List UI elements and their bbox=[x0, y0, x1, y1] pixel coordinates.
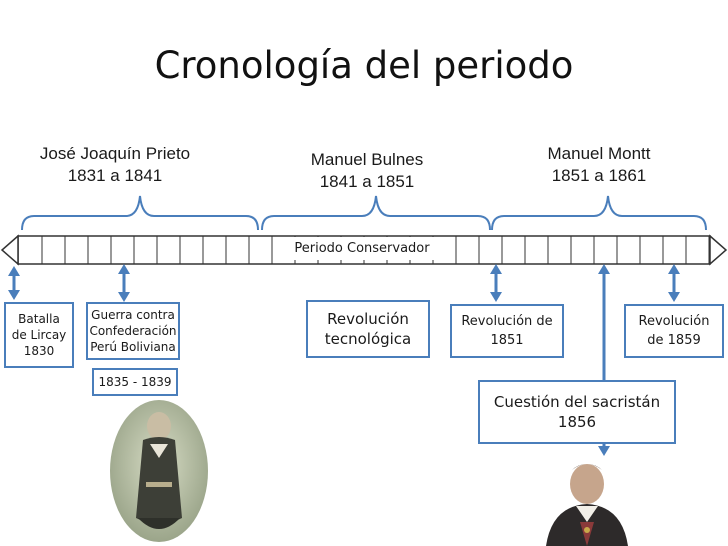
president-bulnes: Manuel Bulnes 1841 a 1851 bbox=[282, 149, 452, 193]
event-guerra-line3: Perú Boliviana bbox=[90, 340, 176, 354]
event-revolucion-1851: Revolución de 1851 bbox=[450, 304, 564, 358]
event-revtec-line1: Revolución bbox=[327, 310, 409, 328]
event-revolucion-tecnologica: Revolución tecnológica bbox=[306, 300, 430, 358]
event-guerra-years: 1835 - 1839 bbox=[92, 368, 178, 396]
president-montt-name: Manuel Montt bbox=[547, 144, 651, 163]
president-montt-years: 1851 a 1861 bbox=[551, 166, 647, 185]
event-lircay-line2: de Lircay bbox=[11, 328, 67, 342]
period-label: Periodo Conservador bbox=[286, 237, 438, 260]
president-bulnes-years: 1841 a 1851 bbox=[319, 172, 415, 191]
arrow-lircay bbox=[8, 266, 20, 300]
president-montt: Manuel Montt 1851 a 1861 bbox=[516, 143, 682, 187]
president-prieto-years: 1831 a 1841 bbox=[67, 166, 163, 185]
brace-bulnes bbox=[261, 195, 491, 231]
event-sacristan-line1: Cuestión del sacristán bbox=[493, 393, 661, 411]
arrow-rev1851 bbox=[490, 264, 502, 302]
event-guerra-years-text: 1835 - 1839 bbox=[98, 375, 172, 389]
arrow-guerra bbox=[118, 264, 130, 302]
event-rev1851-line2: 1851 bbox=[490, 333, 524, 348]
event-revolucion-1859: Revolución de 1859 bbox=[624, 304, 724, 358]
president-bulnes-name: Manuel Bulnes bbox=[310, 150, 424, 169]
event-lircay: Batalla de Lircay 1830 bbox=[4, 302, 74, 368]
page-title: Cronología del periodo bbox=[154, 44, 574, 87]
event-guerra-line2: Confederación bbox=[89, 324, 177, 338]
president-prieto: José Joaquín Prieto 1831 a 1841 bbox=[20, 143, 210, 187]
portrait-prieto-image bbox=[110, 400, 208, 542]
president-prieto-name: José Joaquín Prieto bbox=[39, 144, 191, 163]
event-rev1859-line1: Revolución bbox=[638, 314, 710, 329]
event-lircay-line1: Batalla bbox=[18, 312, 60, 326]
brace-montt bbox=[491, 195, 707, 231]
arrow-rev1859 bbox=[668, 264, 680, 302]
event-guerra: Guerra contra Confederación Perú Bolivia… bbox=[86, 302, 180, 360]
event-rev1851-line1: Revolución de bbox=[461, 314, 553, 329]
brace-prieto bbox=[21, 195, 259, 231]
portrait-sacristan-image bbox=[546, 464, 628, 546]
event-sacristan-line2: 1856 bbox=[557, 413, 597, 431]
event-lircay-line3: 1830 bbox=[23, 344, 55, 358]
event-rev1859-line2: de 1859 bbox=[647, 333, 701, 348]
event-revtec-line2: tecnológica bbox=[324, 330, 412, 348]
event-cuestion-sacristan: Cuestión del sacristán 1856 bbox=[478, 380, 676, 444]
event-guerra-line1: Guerra contra bbox=[91, 308, 175, 322]
